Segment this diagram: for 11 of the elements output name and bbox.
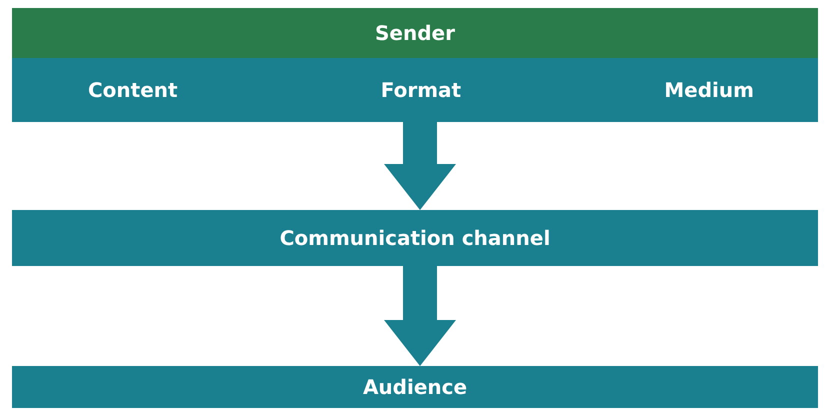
block-arrow: [384, 122, 456, 210]
label: Audience: [362, 375, 468, 399]
label: Format: [380, 78, 462, 102]
label: Medium: [664, 78, 754, 102]
process-band: [12, 366, 818, 408]
label: Communication channel: [280, 226, 550, 250]
heading: Sender: [375, 21, 455, 45]
label: Content: [88, 78, 178, 102]
block-arrow: [384, 266, 456, 366]
process-band: [12, 210, 818, 266]
sender-block: [12, 8, 818, 122]
